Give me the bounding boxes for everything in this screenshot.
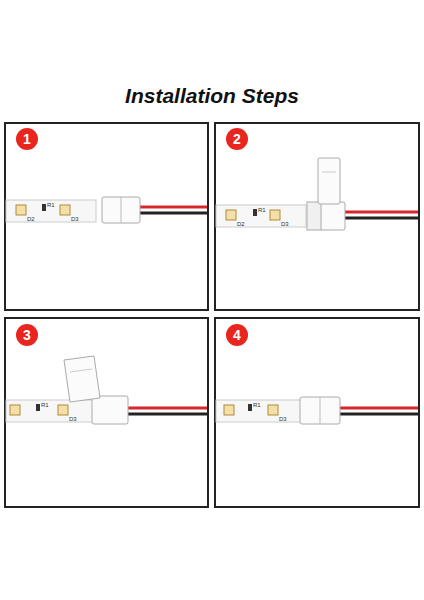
step1-figure xyxy=(6,197,207,223)
step3-figure xyxy=(6,356,207,424)
component-marking: R1 xyxy=(258,207,266,213)
step-number: 2 xyxy=(233,132,241,146)
step-number-circle: 4 xyxy=(226,324,248,346)
step-number: 3 xyxy=(23,328,31,342)
component-marking: D2 xyxy=(237,221,245,227)
component-marking: D3 xyxy=(279,416,287,422)
step-number: 1 xyxy=(23,132,31,146)
step2-figure xyxy=(216,158,418,230)
title: Installation Steps xyxy=(125,84,299,108)
component-marking: R1 xyxy=(47,202,55,208)
component-marking: D3 xyxy=(69,416,77,422)
step-number-circle: 3 xyxy=(16,324,38,346)
component-marking: R1 xyxy=(253,402,261,408)
step-number: 4 xyxy=(233,328,241,342)
step-number-circle: 2 xyxy=(226,128,248,150)
step-number-circle: 1 xyxy=(16,128,38,150)
component-marking: D3 xyxy=(281,221,289,227)
panel-frames xyxy=(5,123,419,507)
component-marking: R1 xyxy=(41,402,49,408)
component-marking: D2 xyxy=(27,216,35,222)
step4-figure xyxy=(216,397,418,424)
component-marking: D3 xyxy=(71,216,79,222)
